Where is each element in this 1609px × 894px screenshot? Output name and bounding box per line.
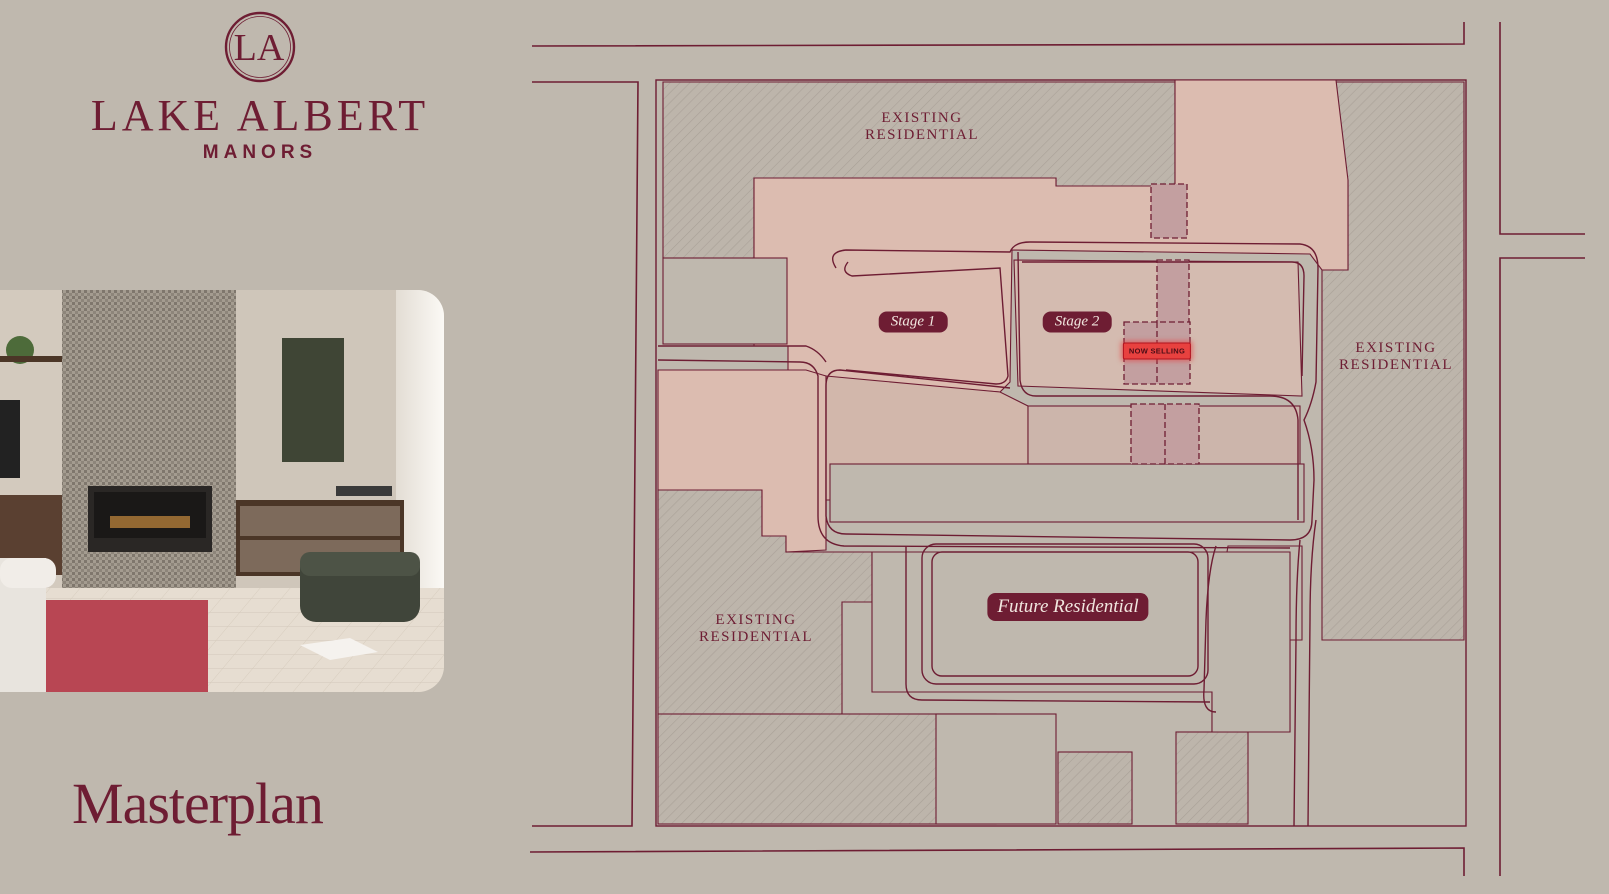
future-residential-badge[interactable]: Future Residential xyxy=(987,593,1149,621)
perimeter-roads xyxy=(529,22,1585,876)
zone-text: EXISTING RESIDENTIAL xyxy=(1339,340,1453,373)
zone-text: EXISTING RESIDENTIAL xyxy=(865,110,979,143)
now-selling-badge[interactable]: NOW SELLING xyxy=(1122,342,1192,360)
brand-subtitle: MANORS xyxy=(202,142,318,163)
brand-monogram-icon: LA xyxy=(224,11,296,83)
brand-logo: LA LAKE ALBERT MANORS xyxy=(70,10,450,164)
stage-1-badge[interactable]: Stage 1 xyxy=(878,311,948,333)
svg-text:LA: LA xyxy=(234,27,285,69)
zone-text: EXISTING RESIDENTIAL xyxy=(699,612,813,645)
existing-residential-areas xyxy=(657,81,1465,825)
zone-label-existing-southwest: EXISTING RESIDENTIAL xyxy=(699,612,813,646)
brand-title: LAKE ALBERT xyxy=(90,91,430,140)
interior-photo xyxy=(0,290,444,692)
stage-2-badge[interactable]: Stage 2 xyxy=(1042,311,1112,333)
unshaded-lots xyxy=(662,257,1305,825)
internal-streets xyxy=(657,241,1319,827)
zone-label-existing-east: EXISTING RESIDENTIAL xyxy=(1339,340,1453,374)
page-heading: Masterplan xyxy=(72,771,324,836)
zone-label-existing-north: EXISTING RESIDENTIAL xyxy=(865,110,979,144)
